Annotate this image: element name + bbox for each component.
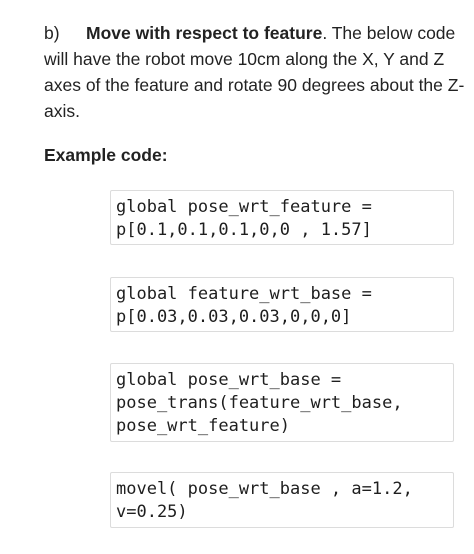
- code-block-movel: movel( pose_wrt_base , a=1.2, v=0.25): [110, 472, 454, 528]
- code-line: p[0.03,0.03,0.03,0,0,0]: [116, 307, 352, 327]
- code-line: global feature_wrt_base =: [116, 284, 372, 304]
- code-text: global feature_wrt_base = p[0.03,0.03,0.…: [116, 283, 447, 329]
- example-code-heading: Example code:: [44, 145, 168, 165]
- code-text: global pose_wrt_base = pose_trans(featur…: [116, 369, 447, 438]
- code-block-feature-wrt-base: global feature_wrt_base = p[0.03,0.03,0.…: [110, 277, 454, 332]
- code-line: global pose_wrt_feature =: [116, 197, 372, 217]
- code-line: v=0.25): [116, 502, 188, 522]
- code-line: pose_trans(feature_wrt_base,: [116, 393, 403, 413]
- code-line: pose_wrt_feature): [116, 416, 290, 436]
- code-block-pose-wrt-feature: global pose_wrt_feature = p[0.1,0.1,0.1,…: [110, 190, 454, 245]
- code-text: global pose_wrt_feature = p[0.1,0.1,0.1,…: [116, 196, 447, 242]
- code-line: global pose_wrt_base =: [116, 370, 342, 390]
- code-block-pose-wrt-base: global pose_wrt_base = pose_trans(featur…: [110, 363, 454, 442]
- section-title: Move with respect to feature: [86, 23, 323, 43]
- section-body: . The below code will have the robot mov…: [44, 23, 465, 121]
- code-line: movel( pose_wrt_base , a=1.2,: [116, 479, 413, 499]
- section-paragraph: b) Move with respect to feature. The belo…: [44, 20, 468, 124]
- code-line: p[0.1,0.1,0.1,0,0 , 1.57]: [116, 220, 372, 240]
- section-label: b): [44, 23, 60, 43]
- code-text: movel( pose_wrt_base , a=1.2, v=0.25): [116, 478, 447, 524]
